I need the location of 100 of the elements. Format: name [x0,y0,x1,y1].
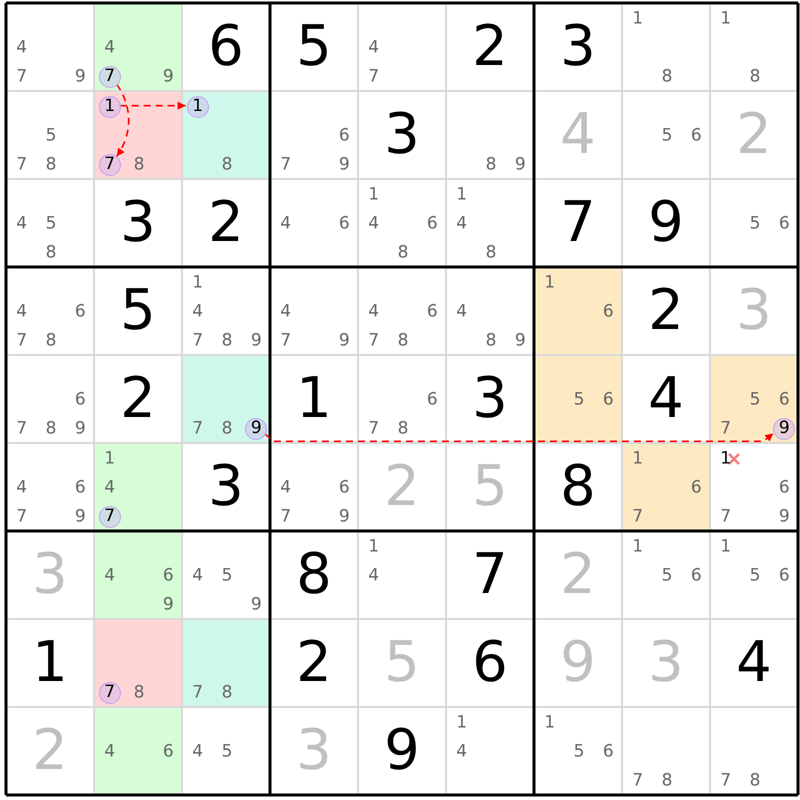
candidate-digit: 1 [720,450,732,468]
sudoku-cell [270,443,358,531]
candidate-digit: 8 [662,772,672,790]
candidate-digit: 9 [74,68,86,86]
candidate-digit: 8 [46,420,56,438]
solved-digit: 3 [736,283,772,339]
candidate-digit: 7 [280,156,292,174]
sudoku-cell [270,179,358,267]
sudoku-cell [622,355,710,443]
sudoku-cell [94,707,182,795]
candidate-digit: 7 [368,68,380,86]
candidate-digit: 7 [632,508,644,526]
candidate-digit: 6 [602,392,614,408]
sudoku-cell [446,619,534,707]
sudoku-cell [94,179,182,267]
candidate-digit: 5 [574,744,584,760]
candidate-digit: 8 [46,332,56,350]
candidate-digit: 9 [514,332,526,350]
candidate-digit: 1 [368,538,380,556]
candidate-digit: 5 [662,568,672,584]
candidate-digit: 6 [690,128,702,144]
candidate-digit: 5 [750,216,760,232]
sudoku-cell [622,179,710,267]
candidate-digit: 5 [222,744,232,760]
given-digit: 9 [648,195,684,251]
highlighted-candidate: 7 [98,66,121,88]
arrow [264,432,774,442]
candidate-digit: 9 [778,508,790,526]
solved-digit: 5 [384,635,420,691]
sudoku-cell [270,267,358,355]
candidate-digit: 4 [192,568,204,584]
sudoku-cell [622,707,710,795]
candidate-digit: 6 [690,568,702,584]
candidate-digit: 8 [134,156,144,174]
sudoku-cell [358,531,446,619]
solved-digit: 4 [560,107,596,163]
candidate-digit: 6 [778,480,790,496]
candidate-digit: 8 [486,332,496,350]
solved-digit: 3 [32,547,68,603]
candidate-digit: 1 [456,186,468,204]
solved-digit: 2 [560,547,596,603]
sudoku-cell [534,707,622,795]
sudoku-cell [622,443,710,531]
highlighted-candidate: 1 [186,96,209,118]
candidate-digit: 8 [662,68,672,86]
sudoku-cell [534,91,622,179]
arrow [120,102,186,110]
candidate-digit: 7 [720,772,732,790]
candidate-digit: 8 [222,420,232,438]
given-digit: 5 [296,19,332,75]
sudoku-cell [446,179,534,267]
sudoku-cell [182,443,270,531]
candidate-digit: 4 [104,40,116,56]
candidate-digit: 5 [750,568,760,584]
sudoku-cell [182,707,270,795]
highlighted-candidate: 1 [98,96,121,118]
given-digit: 1 [296,371,332,427]
candidate-digit: 6 [426,216,438,232]
sudoku-cell [534,3,622,91]
candidate-digit: 4 [192,744,204,760]
sudoku-cell [534,179,622,267]
sudoku-cell [446,531,534,619]
candidate-digit: 7 [16,156,28,174]
sudoku-cell [446,443,534,531]
sudoku-cell [270,707,358,795]
candidate-digit: 7 [720,420,732,438]
candidate-digit: 1 [104,450,116,468]
candidate-digit: 8 [398,420,408,438]
candidate-digit: 8 [46,244,56,262]
candidate-digit: 6 [426,304,438,320]
candidate-digit: 4 [280,304,292,320]
candidate-digit: 4 [16,40,28,56]
sudoku-cell [534,355,622,443]
candidate-digit: 6 [602,304,614,320]
solved-digit: 2 [32,723,68,779]
sudoku-cell [446,91,534,179]
candidate-digit: 5 [46,216,56,232]
candidate-digit: 8 [750,772,760,790]
given-digit: 8 [296,547,332,603]
sudoku-cell [182,619,270,707]
candidate-digit: 6 [74,480,86,496]
candidate-digit: 5 [574,392,584,408]
candidate-digit: 6 [74,304,86,320]
candidate-digit: 4 [16,304,28,320]
candidate-digit: 7 [192,332,204,350]
sudoku-cell [446,3,534,91]
candidate-digit: 8 [222,156,232,174]
given-digit: 3 [208,459,244,515]
candidate-digit: 4 [104,480,116,496]
sudoku-cell [270,619,358,707]
given-digit: 3 [472,371,508,427]
sudoku-cell [94,3,182,91]
candidate-digit: 6 [338,216,350,232]
given-digit: 5 [120,283,156,339]
given-digit: 7 [472,547,508,603]
sudoku-cell [622,3,710,91]
candidate-digit: 4 [280,480,292,496]
candidate-digit: 7 [720,508,732,526]
sudoku-cell [270,531,358,619]
candidate-digit: 4 [456,744,468,760]
